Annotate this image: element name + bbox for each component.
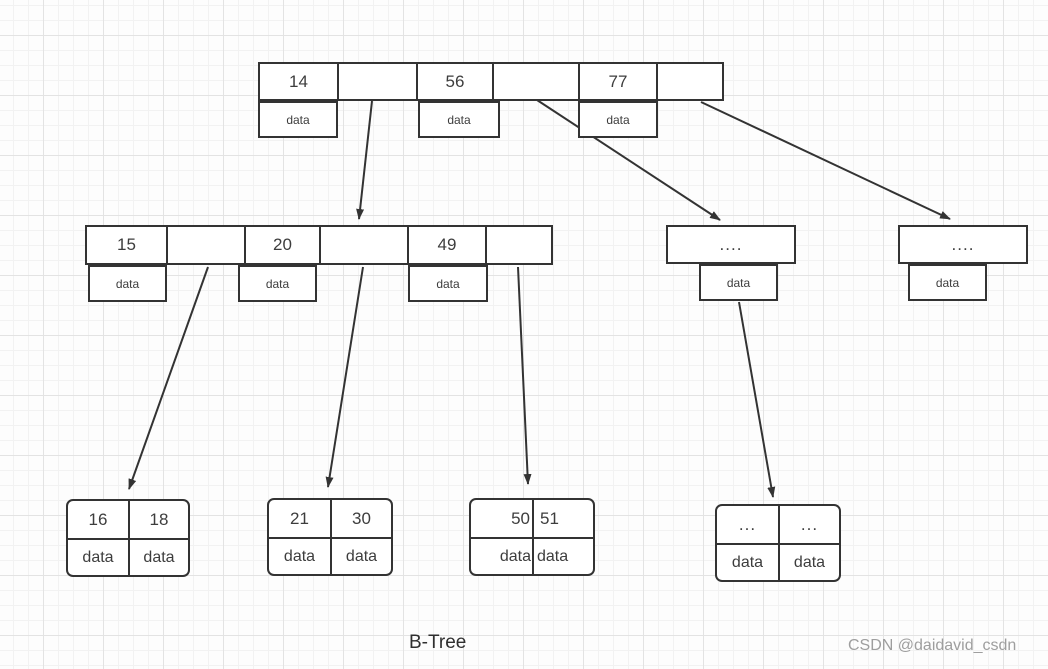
root-data-box: data xyxy=(258,101,338,138)
internal-pointer-cell xyxy=(319,227,407,263)
leaf-data-cell: data xyxy=(717,543,778,580)
internal-left-data-box: data xyxy=(238,265,317,302)
leaf-data-cell: data xyxy=(68,538,128,575)
internal-key-cell: 15 xyxy=(117,235,136,254)
root-key-cell: 77 xyxy=(578,64,656,99)
internal-right-label: .... xyxy=(951,234,975,254)
leaf-data-cell: data xyxy=(532,537,593,574)
internal-left-data-box: data xyxy=(408,265,488,302)
root-data-box: data xyxy=(578,101,658,138)
leaf-key-cell: 16 xyxy=(88,509,108,529)
internal-pointer-cell xyxy=(166,227,244,263)
root-node: 14 56 77 xyxy=(258,62,724,101)
root-key-cell: 56 xyxy=(416,64,492,99)
leaf-key-cell: ... xyxy=(778,506,839,543)
internal-pointer-cell xyxy=(485,227,551,263)
leaf-node-16-18: 16 18 data data xyxy=(66,499,190,577)
internal-mid-label: .... xyxy=(719,234,743,254)
root-pointer-cell xyxy=(492,64,578,99)
leaf-key-cell: 18 xyxy=(128,501,188,538)
arrow-mid-node-to-leaf4 xyxy=(738,301,776,498)
leaf-key-cell: 21 xyxy=(290,508,309,528)
leaf-node-ellipsis: ... ... data data xyxy=(715,504,841,582)
arrow-root-to-right-node xyxy=(700,101,951,220)
leaf-key-cell: 30 xyxy=(330,500,391,537)
leaf-data-cell: data xyxy=(778,543,839,580)
root-pointer-cell xyxy=(337,64,416,99)
leaf-node-50-51: 50 51 data data xyxy=(469,498,595,576)
csdn-watermark: CSDN @daidavid_csdn xyxy=(848,637,1017,654)
leaf-data-cell: data xyxy=(128,538,188,575)
leaf-data-cell: data xyxy=(471,537,532,574)
arrow-root-to-left-node xyxy=(356,100,373,220)
internal-right-node: .... xyxy=(898,225,1028,264)
internal-left-data-box: data xyxy=(88,265,167,302)
internal-mid-node: .... xyxy=(666,225,796,264)
leaf-data-cell: data xyxy=(269,537,330,574)
internal-mid-data-box: data xyxy=(699,264,778,301)
leaf-key-cell: 51 xyxy=(532,500,593,537)
root-key-cell: 14 xyxy=(289,71,308,91)
internal-key-cell: 49 xyxy=(407,227,485,263)
arrow-left-node-to-leaf2 xyxy=(325,266,364,488)
internal-key-cell: 20 xyxy=(244,227,319,263)
root-pointer-cell xyxy=(656,64,722,99)
leaf-key-cell: 50 xyxy=(511,508,530,528)
root-data-box: data xyxy=(418,101,500,138)
internal-right-data-box: data xyxy=(908,264,987,301)
leaf-key-cell: ... xyxy=(738,514,757,534)
internal-left-node: 15 20 49 xyxy=(85,225,553,265)
diagram-title: B-Tree xyxy=(409,632,467,653)
arrow-left-node-to-leaf3 xyxy=(517,266,532,485)
leaf-data-cell: data xyxy=(330,537,391,574)
leaf-node-21-30: 21 30 data data xyxy=(267,498,393,576)
